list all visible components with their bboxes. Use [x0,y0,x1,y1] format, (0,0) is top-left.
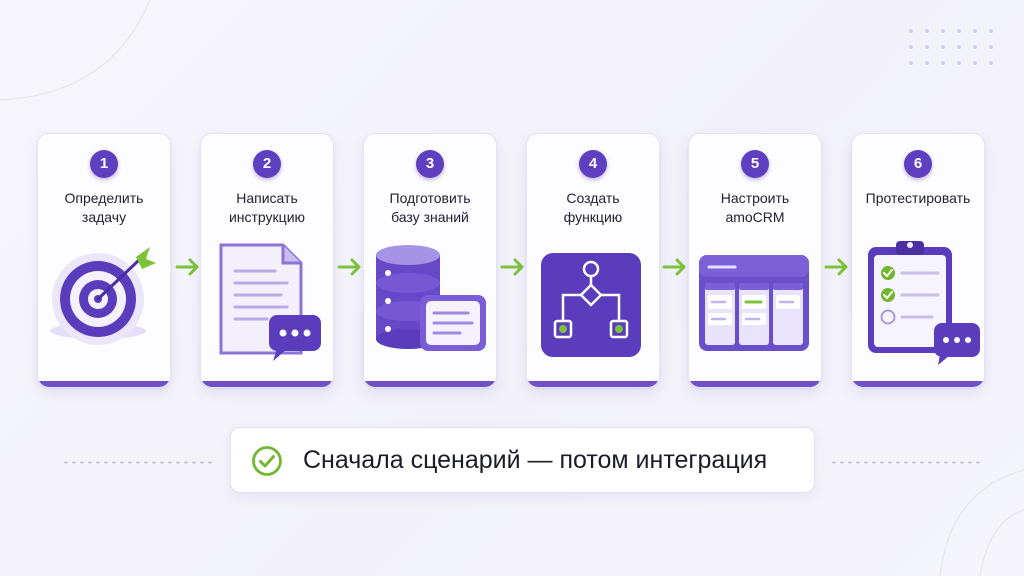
arrow-right-icon [824,258,848,276]
step-number: 1 [90,150,118,178]
arrow-right-icon [175,258,199,276]
step-card-6: 6 Протестировать [851,133,985,388]
checklist-clipboard-icon [868,241,980,365]
dotted-divider-right [832,461,982,464]
step-number: 5 [741,150,769,178]
check-circle-icon [252,446,282,476]
step-title: Протестировать [865,190,971,206]
step-number: 6 [904,150,932,178]
kanban-board-icon [699,255,809,351]
flowchart-icon [541,253,641,357]
summary-banner: Сначала сценарий — потом интеграция [230,427,815,493]
step-number: 2 [253,150,281,178]
arrow-right-icon [500,258,524,276]
target-icon [50,247,156,345]
dotted-divider-left [64,461,214,464]
background-arc-bottom-right [939,469,1024,576]
step-number: 4 [579,150,607,178]
step-number: 3 [416,150,444,178]
summary-text: Сначала сценарий — потом интеграция [303,446,768,474]
database-icon [376,245,486,351]
background-arc-top-left [0,0,151,101]
background-dot-grid [909,29,993,65]
arrow-right-icon [337,258,361,276]
arrow-right-icon [662,258,686,276]
document-chat-icon [219,243,321,361]
